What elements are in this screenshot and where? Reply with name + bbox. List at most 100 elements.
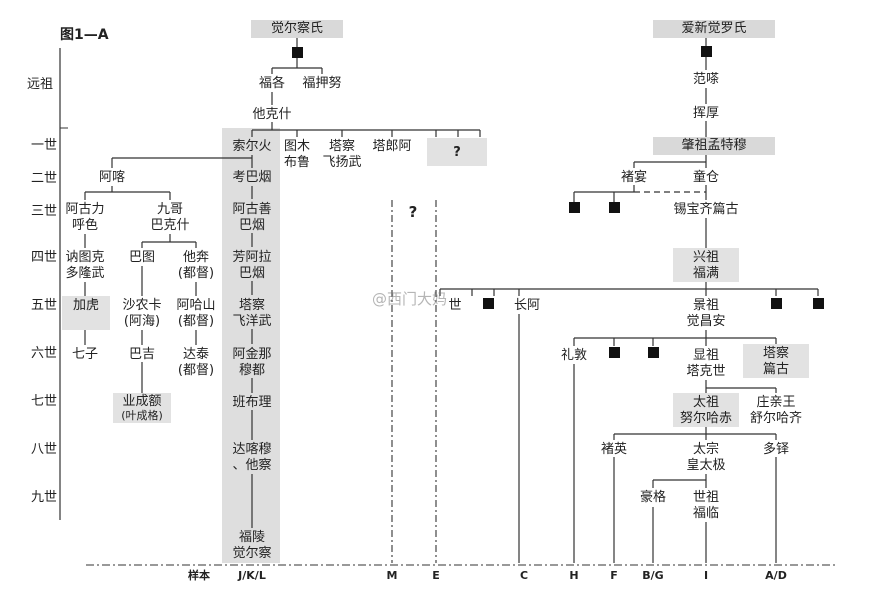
unknown-person-marker bbox=[483, 298, 494, 309]
clan-header-jueercha: 觉尔察氏 bbox=[251, 20, 343, 38]
person-duoduo: 多铎 bbox=[762, 442, 790, 457]
person-bakeshi: 巴克什 bbox=[150, 218, 190, 233]
person-agushan-bayan: 巴烟 bbox=[238, 218, 266, 233]
person-takeshi-aisin: 塔克世 bbox=[686, 364, 726, 379]
alias-ahai: (阿海) bbox=[123, 314, 161, 329]
highlight-box bbox=[673, 393, 739, 427]
alias-yechengge: (叶成格) bbox=[121, 409, 163, 422]
unknown-branch-mark: ? bbox=[453, 145, 461, 160]
gen-label-yuanzu: 远祖 bbox=[27, 77, 54, 92]
person-fuge: 福各 bbox=[258, 76, 286, 91]
sample-code-m: M bbox=[386, 569, 398, 582]
place-fuling: 福陵 bbox=[238, 530, 266, 545]
person-agushan: 阿古善 bbox=[232, 202, 272, 217]
person-fangala-bayan: 巴烟 bbox=[238, 266, 266, 281]
person-huangtaiji: 皇太极 bbox=[686, 458, 726, 473]
person-dakamu: 达喀穆 bbox=[232, 442, 272, 457]
person-mengtemu: 肇祖孟特穆 bbox=[653, 137, 775, 155]
sample-code-e: E bbox=[432, 569, 440, 582]
gen-label-1: 一世 bbox=[31, 138, 58, 153]
sample-row-label: 样本 bbox=[188, 569, 210, 582]
person-tacha-aisin: 塔察 bbox=[762, 346, 790, 361]
unknown-person-marker bbox=[813, 298, 824, 309]
person-netuke: 讷图克 bbox=[65, 250, 105, 265]
person-jiahu: 加虎 bbox=[72, 298, 100, 313]
person-duolongwu: 多隆武 bbox=[65, 266, 105, 281]
person-fuman: 福满 bbox=[692, 266, 720, 281]
unknown-ancestor-marker bbox=[701, 46, 712, 57]
gen-label-9: 九世 bbox=[31, 490, 58, 505]
unknown-ancestor-marker bbox=[292, 47, 303, 58]
person-ajinna: 阿金那 bbox=[232, 347, 272, 362]
person-ahashan: 阿哈山 bbox=[176, 298, 216, 313]
person-xingzu: 兴祖 bbox=[692, 250, 720, 265]
person-lidun: 礼敦 bbox=[560, 348, 588, 363]
sample-code-c: C bbox=[519, 569, 529, 582]
person-fancha: 范嗏 bbox=[692, 72, 720, 87]
person-qizi: 七子 bbox=[71, 347, 99, 362]
person-feiyangwu-2: 飞洋武 bbox=[232, 314, 272, 329]
person-changa: 长阿 bbox=[513, 298, 541, 313]
suoerhuo-lineage-band bbox=[222, 128, 280, 563]
person-xianzu: 显祖 bbox=[692, 348, 720, 363]
sample-code-f: F bbox=[610, 569, 618, 582]
person-zhuangqinwang: 庄亲王 bbox=[756, 395, 796, 410]
highlight-box bbox=[113, 393, 171, 423]
person-feiyangwu: 飞扬武 bbox=[322, 155, 362, 170]
person-bulu: 布鲁 bbox=[283, 155, 311, 170]
highlight-box bbox=[62, 296, 110, 330]
person-batu: 巴图 bbox=[128, 250, 156, 265]
person-mudu: 穆都 bbox=[238, 363, 266, 378]
person-shanongka: 沙农卡 bbox=[122, 298, 162, 313]
person-suoerhuo: 索尔火 bbox=[232, 139, 272, 154]
gen-label-7: 七世 bbox=[31, 394, 58, 409]
person-datai: 达泰 bbox=[182, 347, 210, 362]
clan-jueercha-end: 觉尔察 bbox=[232, 546, 272, 561]
person-banbuli: 班布理 bbox=[232, 395, 272, 410]
person-fangala: 芳阿拉 bbox=[232, 250, 272, 265]
person-jiuge: 九哥 bbox=[156, 202, 184, 217]
person-shi: 世 bbox=[448, 298, 462, 313]
tree-lines bbox=[84, 38, 819, 563]
person-takeshi: 他克什 bbox=[252, 107, 292, 122]
unknown-person-marker bbox=[609, 347, 620, 358]
title-dudu: (都督) bbox=[177, 266, 215, 281]
gen-label-2: 二世 bbox=[31, 171, 58, 186]
highlight-box bbox=[673, 248, 739, 282]
unknown-lineage-mark: ? bbox=[408, 203, 418, 221]
person-huihou: 挥厚 bbox=[692, 106, 720, 121]
unknown-person-marker bbox=[569, 202, 580, 213]
person-tongcang: 童仓 bbox=[692, 170, 720, 185]
person-haoge: 豪格 bbox=[639, 490, 667, 505]
person-aguli: 阿古力 bbox=[65, 202, 105, 217]
person-tumu: 图木 bbox=[283, 139, 311, 154]
sample-code-ad: A/D bbox=[765, 569, 787, 582]
person-nurhaci: 努尔哈赤 bbox=[679, 411, 733, 426]
person-taizong: 太宗 bbox=[692, 442, 720, 457]
person-fuyanu: 福押努 bbox=[302, 76, 342, 91]
unknown-person-marker bbox=[648, 347, 659, 358]
person-chuyan: 褚宴 bbox=[620, 170, 648, 185]
unknown-branch-box bbox=[427, 138, 487, 166]
person-jingzu: 景祖 bbox=[692, 298, 720, 313]
person-kaobayan: 考巴烟 bbox=[232, 170, 272, 185]
person-huse: 呼色 bbox=[71, 218, 99, 233]
figure-title: 图1—A bbox=[60, 27, 109, 43]
person-xibaoqipiangu: 锡宝齐篇古 bbox=[673, 202, 739, 217]
gen-label-5: 五世 bbox=[31, 298, 58, 313]
gen-label-8: 八世 bbox=[31, 442, 58, 457]
person-tacha-3: 、他察 bbox=[232, 458, 272, 473]
highlight-box bbox=[743, 344, 809, 378]
person-taizu: 太祖 bbox=[692, 395, 720, 410]
person-baji: 巴吉 bbox=[128, 347, 156, 362]
person-tacha: 塔察 bbox=[328, 139, 356, 154]
unknown-person-marker bbox=[609, 202, 620, 213]
person-yechenge: 业成额 bbox=[122, 394, 162, 409]
person-aka: 阿喀 bbox=[98, 170, 126, 185]
sample-code-bg: B/G bbox=[642, 569, 664, 582]
person-shurhaci: 舒尔哈齐 bbox=[749, 411, 803, 426]
person-tacha-2: 塔察 bbox=[238, 298, 266, 313]
gen-label-4: 四世 bbox=[31, 250, 58, 265]
sample-code-h: H bbox=[569, 569, 579, 582]
